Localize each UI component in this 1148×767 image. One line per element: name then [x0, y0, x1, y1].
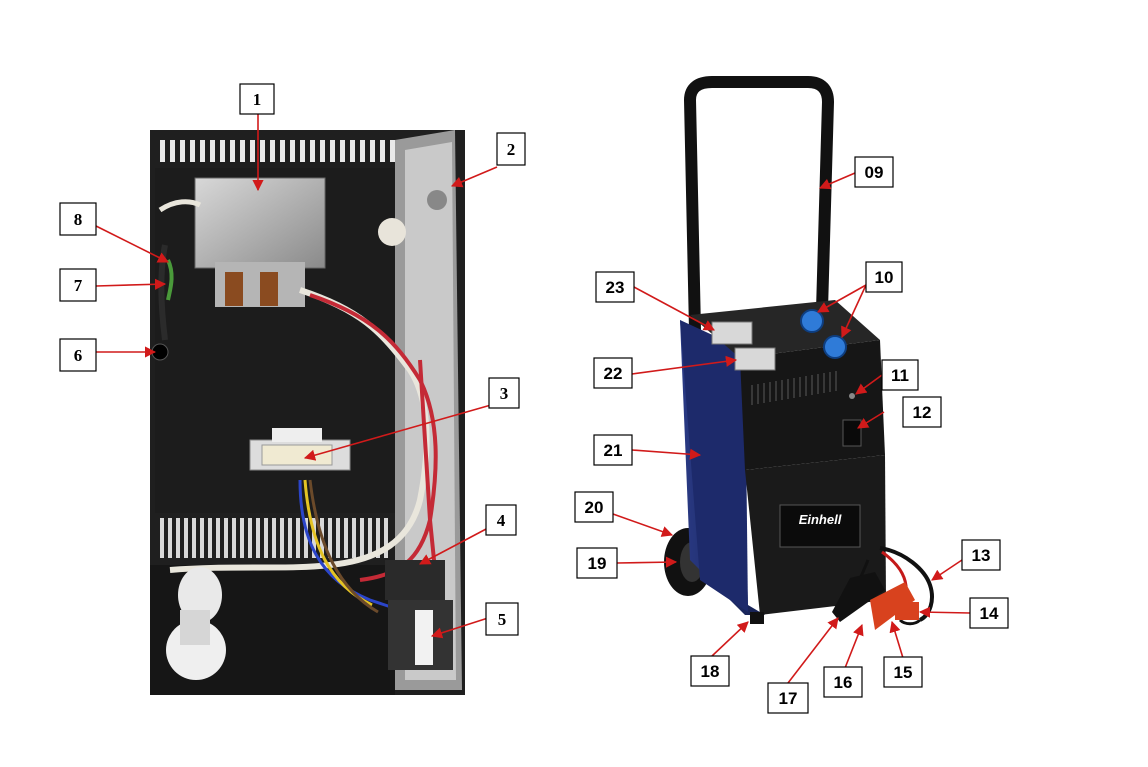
- callout-23: 23: [595, 271, 635, 303]
- leader-line-09: [818, 172, 856, 190]
- callout-2: 2: [496, 132, 526, 166]
- terminal-bolt: [378, 218, 406, 246]
- leader-line-23: [633, 286, 715, 331]
- right-leader-lines: [612, 172, 971, 684]
- callout-12: 12: [902, 396, 942, 428]
- interior-photo: [150, 130, 465, 695]
- callout-22-text: 22: [604, 364, 623, 383]
- leader-line-18: [711, 621, 749, 657]
- callout-2-text: 2: [507, 140, 516, 159]
- ammeter: [711, 321, 753, 345]
- leader-line-2: [450, 166, 498, 188]
- callout-21-text: 21: [604, 441, 623, 460]
- exterior-photo: Einhell: [664, 76, 934, 630]
- leader-line-4: [419, 527, 489, 565]
- leader-line-5: [430, 617, 489, 639]
- callout-20-text: 20: [585, 498, 604, 517]
- callout-22: 22: [593, 357, 633, 389]
- left-leader-lines: [95, 112, 498, 639]
- callout-17-text: 17: [779, 689, 798, 708]
- callout-21: 21: [593, 434, 633, 466]
- callout-09-text: 09: [865, 163, 884, 182]
- callout-09: 09: [854, 156, 894, 188]
- callout-18-text: 18: [701, 662, 720, 681]
- callout-16: 16: [823, 666, 863, 698]
- indicator-lamp: [849, 393, 855, 399]
- leader-line-15: [889, 620, 904, 659]
- callout-15-text: 15: [894, 663, 913, 682]
- power-switch: [842, 419, 862, 447]
- right-labels: 09 10 11 12 13 14 15 16 17 18 19 20 21 2…: [574, 156, 1009, 714]
- black-clamp: [832, 572, 885, 622]
- brand-plate-text: Einhell: [799, 512, 842, 527]
- foot: [750, 612, 764, 624]
- leader-line-12: [857, 411, 885, 429]
- callout-4-text: 4: [497, 511, 506, 530]
- callout-14: 14: [969, 597, 1009, 629]
- callout-14-text: 14: [980, 604, 999, 623]
- leader-line-20: [612, 513, 674, 537]
- fuse-holder: [427, 190, 447, 210]
- callout-1-text: 1: [253, 90, 262, 109]
- callout-15: 15: [883, 656, 923, 688]
- callout-8: 8: [59, 202, 97, 236]
- callout-8-text: 8: [74, 210, 83, 229]
- callout-11-text: 11: [891, 366, 909, 385]
- leader-line-11: [855, 374, 883, 395]
- callout-16-text: 16: [834, 673, 853, 692]
- callout-13: 13: [961, 539, 1001, 571]
- callout-7-text: 7: [74, 276, 83, 295]
- main-transformer: [194, 177, 326, 307]
- selector-knob-1: [800, 309, 824, 333]
- leader-line-16: [844, 623, 864, 669]
- callout-19: 19: [576, 547, 618, 579]
- callout-12-text: 12: [913, 403, 932, 422]
- leader-line-22: [631, 355, 738, 375]
- handle: [683, 76, 835, 336]
- callout-17: 17: [767, 682, 809, 714]
- callout-11: 11: [881, 359, 919, 391]
- callout-10: 10: [865, 261, 903, 293]
- leader-line-19: [616, 556, 678, 568]
- callout-20: 20: [574, 491, 614, 523]
- callout-10-text: 10: [875, 268, 894, 287]
- callout-3-text: 3: [500, 384, 509, 403]
- red-clamp: [870, 582, 915, 630]
- callout-23-text: 23: [606, 278, 625, 297]
- left-labels: 1 2 3 4 5 6 7 8: [59, 83, 526, 636]
- callout-6: 6: [59, 338, 97, 372]
- leader-line-8: [95, 225, 170, 263]
- leader-line-13: [931, 559, 963, 581]
- callout-18: 18: [690, 655, 730, 687]
- leader-line-17: [787, 617, 839, 684]
- callout-5-text: 5: [498, 610, 507, 629]
- callout-4: 4: [485, 504, 517, 536]
- bottom-vent-slots: [160, 518, 388, 558]
- leader-line-10a: [817, 284, 867, 313]
- callout-19-text: 19: [588, 554, 607, 573]
- callout-1: 1: [239, 83, 275, 115]
- voltmeter: [734, 347, 776, 371]
- switch-block-upper: [385, 560, 445, 600]
- leader-line-3: [303, 404, 492, 461]
- leader-line-10b: [841, 284, 867, 339]
- insulators: [166, 567, 226, 680]
- selector-knob-2: [823, 335, 847, 359]
- callout-5: 5: [485, 602, 519, 636]
- top-vent-slots: [160, 140, 395, 162]
- leader-line-21: [631, 448, 702, 460]
- leader-line-7: [95, 278, 167, 290]
- callout-3: 3: [488, 377, 520, 409]
- front-vent: [751, 371, 837, 405]
- fuse-sleeve: [895, 602, 919, 620]
- callout-13-text: 13: [972, 546, 991, 565]
- leader-line-14: [918, 606, 971, 618]
- callout-6-text: 6: [74, 346, 83, 365]
- callout-7: 7: [59, 268, 97, 302]
- brand-plate: [779, 504, 861, 548]
